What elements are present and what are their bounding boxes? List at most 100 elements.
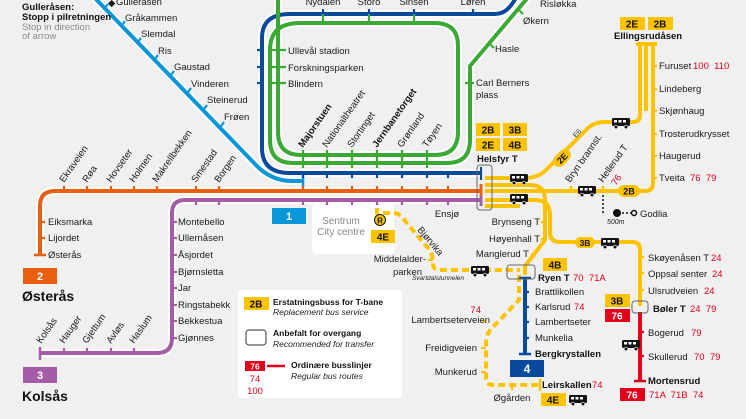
station-label[interactable]: Risløkka — [540, 0, 577, 10]
station-label[interactable]: Ullevål stadion — [288, 46, 350, 57]
station-label[interactable]: Oppsal senter — [648, 269, 707, 280]
boler-transfer-box — [631, 300, 649, 314]
bus-numbers: 79 — [691, 328, 702, 339]
badge-label: 4B — [509, 141, 522, 152]
station-label[interactable]: Carl Berners — [476, 78, 530, 89]
badge-3b — [605, 294, 630, 307]
station-label[interactable]: Øgården — [494, 393, 531, 404]
line-3-badge[interactable] — [23, 367, 57, 383]
station-label[interactable]: Ryen T — [538, 273, 570, 284]
station-label[interactable]: Trosterudkrysset — [659, 129, 730, 140]
station-label[interactable]: Bekkestua — [178, 316, 223, 327]
line-3 — [40, 198, 480, 355]
bus-numbers: 24 — [712, 269, 723, 280]
city-centre-label-no: Sentrum — [322, 216, 360, 227]
badge-4e — [371, 230, 395, 243]
station-label[interactable]: Jar — [178, 283, 191, 294]
station-label[interactable]: Freidigveien — [425, 343, 477, 354]
station-label[interactable]: Munkelia — [535, 333, 574, 344]
station-label[interactable]: Steinerud — [207, 95, 248, 106]
station-label[interactable]: Ullernåsen — [178, 233, 223, 244]
station-label[interactable]: Tveita — [659, 173, 686, 184]
badge-label: 76 — [250, 362, 260, 372]
line-green — [268, 0, 529, 165]
station-label[interactable]: Forskningsparken — [288, 63, 364, 74]
station-label[interactable]: Bøler T — [653, 304, 686, 315]
station-label[interactable]: Løren — [461, 0, 486, 8]
station-label[interactable]: Skøyenåsen T — [648, 253, 709, 264]
station-label[interactable]: Ensjø — [435, 209, 459, 220]
station-label[interactable]: Brynseng T — [492, 217, 541, 228]
station-label[interactable]: Haugerud — [659, 151, 701, 162]
station-label[interactable]: Eiksmarka — [48, 217, 93, 228]
station-label[interactable]: Ulsrudveien — [648, 286, 698, 297]
station-label[interactable]: Middelalder- — [374, 254, 426, 265]
station-label[interactable]: Munkerud — [435, 367, 477, 378]
station-label[interactable]: Hasle — [495, 44, 519, 55]
legend-bus-en: Regular bus routes — [291, 371, 364, 381]
station-label[interactable]: Godlia — [640, 209, 668, 220]
station-label[interactable]: Mortensrud — [648, 376, 700, 387]
line-2-badge[interactable] — [23, 268, 57, 284]
badge-label: 4B — [549, 261, 562, 272]
note-no: Stopp i pilretningen — [22, 12, 111, 23]
badge-2b — [648, 17, 673, 30]
station-label[interactable]: Sinsen — [399, 0, 428, 8]
station-label[interactable]: Montebello — [178, 217, 224, 228]
station-label[interactable]: Bergkrystallen — [535, 349, 601, 360]
badge-label: 3B — [611, 297, 624, 308]
station-label[interactable]: Leirskallen — [542, 380, 592, 391]
station-label[interactable]: Nydalen — [306, 0, 341, 8]
station-label[interactable]: Ringstabekk — [178, 300, 231, 311]
station-label[interactable]: Gulleråsen — [116, 0, 162, 8]
road-label: E6 — [572, 128, 583, 139]
station-label[interactable]: Lambertseterveien — [411, 315, 490, 326]
legend-panel — [238, 290, 402, 398]
station-label[interactable]: Manglerud T — [476, 249, 529, 260]
legend-transfer-no: Anbefalt for overgang — [273, 328, 361, 338]
station-label[interactable]: Gråkammen — [125, 13, 177, 24]
station-label[interactable]: Lindeberg — [659, 84, 701, 95]
badge-2e — [476, 138, 500, 151]
station-label[interactable]: Gaustad — [174, 62, 210, 73]
station-label[interactable]: Frøen — [224, 112, 249, 123]
station-label[interactable]: Skullerud — [648, 352, 688, 363]
line-1-badge[interactable] — [272, 208, 306, 224]
station-label[interactable]: Skjønhaug — [659, 106, 704, 117]
bus-numbers: 100 110 — [693, 61, 729, 72]
station-label[interactable]: Lijordet — [48, 233, 80, 244]
station-label[interactable]: Karlsrud — [535, 302, 570, 313]
bus-numbers: 70 71A — [573, 273, 606, 284]
station-label[interactable]: Blindern — [288, 79, 323, 90]
line-45-ring — [260, 0, 518, 175]
badge-label: 2B — [654, 20, 667, 31]
legend-transfer-en: Recommended for transfer — [273, 339, 375, 349]
station-label[interactable]: Østerås — [48, 250, 82, 261]
station-label[interactable]: Bogerud — [648, 328, 684, 339]
station-label[interactable]: Helsfyr T — [477, 154, 518, 165]
station-label[interactable]: Furuset — [659, 61, 692, 72]
station-label[interactable]: Ris — [158, 46, 172, 57]
line-2-terminus: Østerås — [22, 288, 74, 304]
station-label[interactable]: plass — [476, 90, 498, 101]
badge-4b — [503, 138, 527, 151]
station-label[interactable]: parken — [393, 267, 422, 278]
line-2 — [38, 189, 480, 255]
station-label[interactable]: Høyenhall T — [489, 234, 540, 245]
badge-label: 76 — [611, 312, 623, 323]
station-label[interactable]: Ellingsrudåsen — [614, 31, 682, 42]
station-label[interactable]: Slemdal — [141, 29, 175, 40]
station-label[interactable]: Storo — [358, 0, 381, 8]
station-label[interactable]: Bjørnsletta — [178, 267, 224, 278]
station-label[interactable]: Vinderen — [191, 79, 229, 90]
station-label[interactable]: Økern — [523, 16, 549, 27]
station-label[interactable]: Lambertseter — [535, 317, 591, 328]
line-4-badge[interactable] — [510, 360, 544, 377]
legend-badge-2b — [244, 297, 269, 310]
station-label[interactable]: Åsjordet — [178, 250, 213, 261]
station-label[interactable]: Brattlikollen — [535, 287, 584, 298]
r-icon-label: R — [377, 217, 383, 226]
bus-numbers: 70 79 — [694, 352, 720, 363]
station-label[interactable]: Gjønnes — [178, 333, 214, 344]
badge-label: 4E — [547, 396, 560, 407]
